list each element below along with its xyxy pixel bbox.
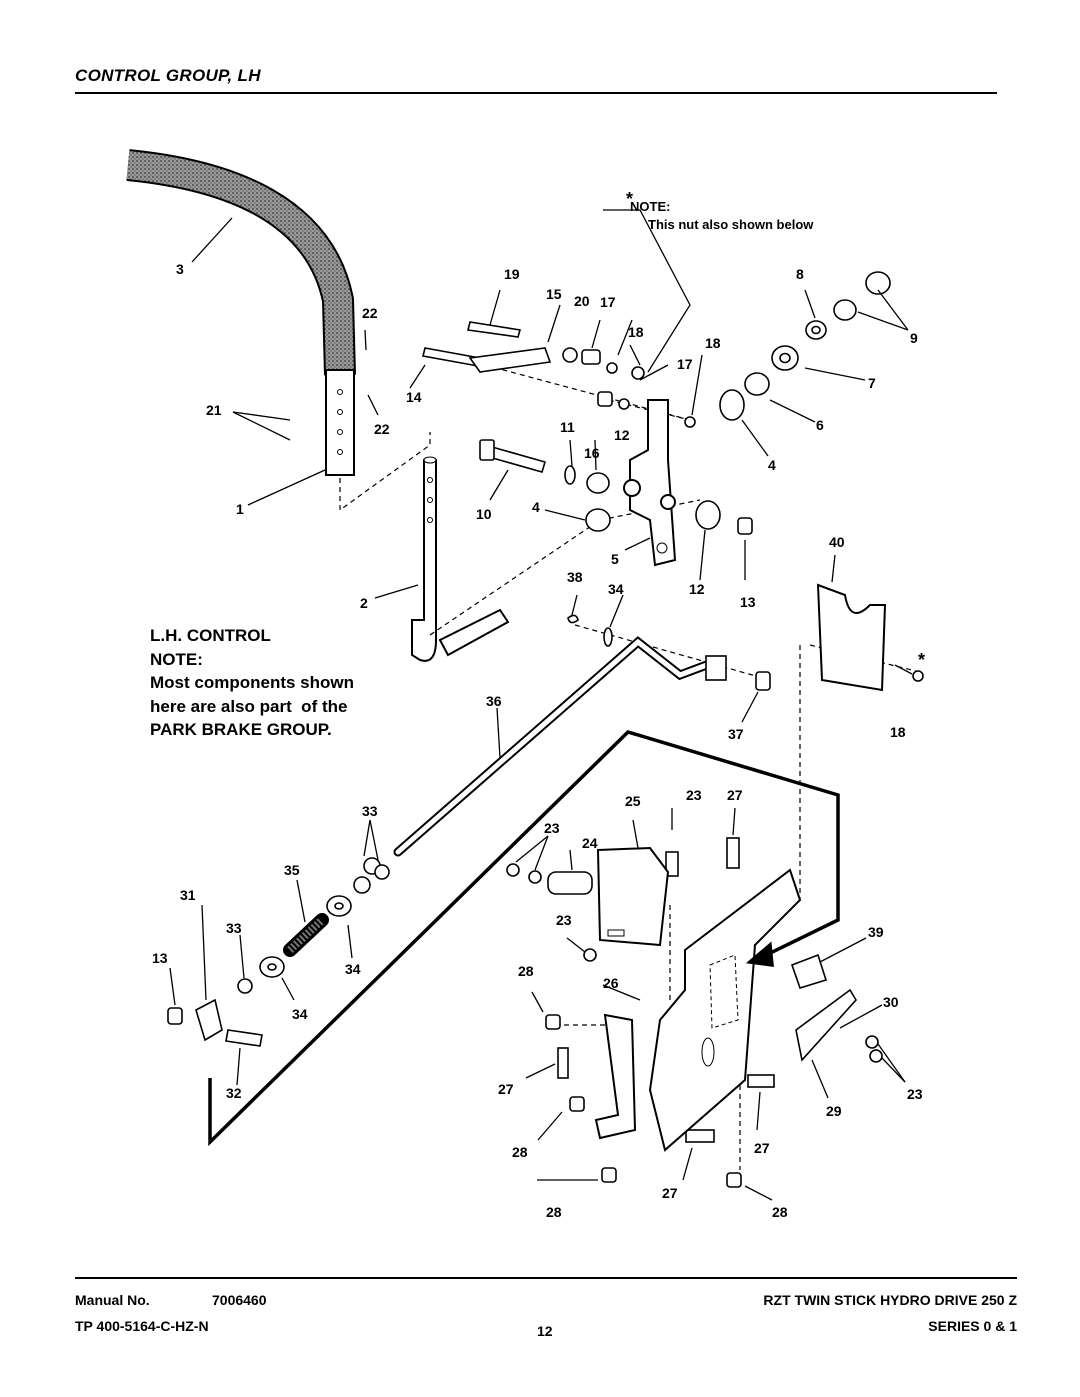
callout-2: 2 [360,595,368,611]
nut-note-label: NOTE: [630,199,671,214]
tp-number: TP 400-5164-C-HZ-N [75,1318,209,1334]
callout-28: 28 [518,963,534,979]
handle-part [126,149,356,476]
lh-control-heading: L.H. CONTROL [150,626,271,645]
callout-6: 6 [816,417,824,433]
callout-27c: 27 [754,1140,770,1156]
product-name: RZT TWIN STICK HYDRO DRIVE 250 Z [763,1292,1017,1308]
part-callouts: 1 2 3 4 4 5 6 7 8 9 10 11 12 12 13 13 14… [152,189,925,1220]
callout-31: 31 [180,887,196,903]
callout-28c: 28 [546,1204,562,1220]
callout-26: 26 [603,975,619,991]
pivot-plate-part [623,399,677,567]
callout-32: 32 [226,1085,242,1101]
park-brake-group [594,846,802,1152]
spring-part [283,913,329,957]
callout-28d: 28 [772,1204,788,1220]
page-number: 12 [537,1323,553,1339]
callout-18: 18 [628,324,644,340]
title-rule [75,92,997,94]
callout-27b: 27 [498,1081,514,1097]
callout-4b: 4 [768,457,776,473]
control-arm-part [411,456,510,662]
callout-23: 23 [686,787,702,803]
callout-3: 3 [176,261,184,277]
callout-33b: 33 [226,920,242,936]
callout-28b: 28 [512,1144,528,1160]
callout-38: 38 [567,569,583,585]
callout-12b: 12 [689,581,705,597]
callout-29: 29 [826,1103,842,1119]
callout-27: 27 [727,787,743,803]
callout-34c: 34 [292,1006,308,1022]
callout-34b: 34 [345,961,361,977]
callout-22b: 22 [374,421,390,437]
asterisk-mark: * [918,650,925,670]
callout-17b: 17 [677,356,693,372]
page-title: CONTROL GROUP, LH [75,66,261,85]
callout-16: 16 [584,445,600,461]
callout-40: 40 [829,534,845,550]
callout-24: 24 [582,835,598,851]
asterisk-mark-top: * [626,189,633,209]
callout-17: 17 [600,294,616,310]
callout-14: 14 [406,389,422,405]
hardware-parts [167,271,924,1188]
callout-13: 13 [740,594,756,610]
callout-13b: 13 [152,950,168,966]
callout-34: 34 [608,581,624,597]
callout-8: 8 [796,266,804,282]
nut-note: NOTE: This nut also shown below [630,198,813,234]
nut-note-text: This nut also shown below [648,217,814,232]
lh-note-line-2: here are also part of the [150,696,348,716]
callout-11: 11 [560,419,575,435]
callout-18b: 18 [705,335,721,351]
callout-25: 25 [625,793,641,809]
group-boundary-outline [208,730,840,1147]
callout-39: 39 [868,924,884,940]
callout-21: 21 [206,402,222,418]
callout-9: 9 [910,330,918,346]
lh-note-label: NOTE: [150,649,203,669]
guard-part [816,583,887,692]
callout-37: 37 [728,726,744,742]
callout-5: 5 [611,551,619,567]
callout-15: 15 [546,286,562,302]
callout-19: 19 [504,266,520,282]
callout-1: 1 [236,501,244,517]
callout-23d: 23 [907,1086,923,1102]
footer-rule [75,1277,1017,1279]
park-brake-rod-part [393,636,727,857]
callout-12: 12 [614,427,630,443]
manual-number: 7006460 [212,1292,267,1308]
leader-lines [169,209,913,1201]
manual-label: Manual No. [75,1292,150,1308]
callout-22: 22 [362,305,378,321]
callout-20: 20 [574,293,590,309]
callout-18c: 18 [890,724,906,740]
callout-10: 10 [476,506,492,522]
callout-23c: 23 [556,912,572,928]
series-label: SERIES 0 & 1 [928,1318,1017,1334]
lh-note-line-3: PARK BRAKE GROUP. [150,720,332,739]
callout-23b: 23 [544,820,560,836]
callout-27d: 27 [662,1185,678,1201]
callout-36: 36 [486,693,502,709]
callout-7: 7 [868,375,876,391]
callout-33: 33 [362,803,378,819]
callout-4: 4 [532,499,540,515]
callout-30: 30 [883,994,899,1010]
lh-control-note: L.H. CONTROL NOTE: Most components shown… [150,624,354,742]
callout-35: 35 [284,862,300,878]
lh-note-line-1: Most components shown [150,673,354,692]
